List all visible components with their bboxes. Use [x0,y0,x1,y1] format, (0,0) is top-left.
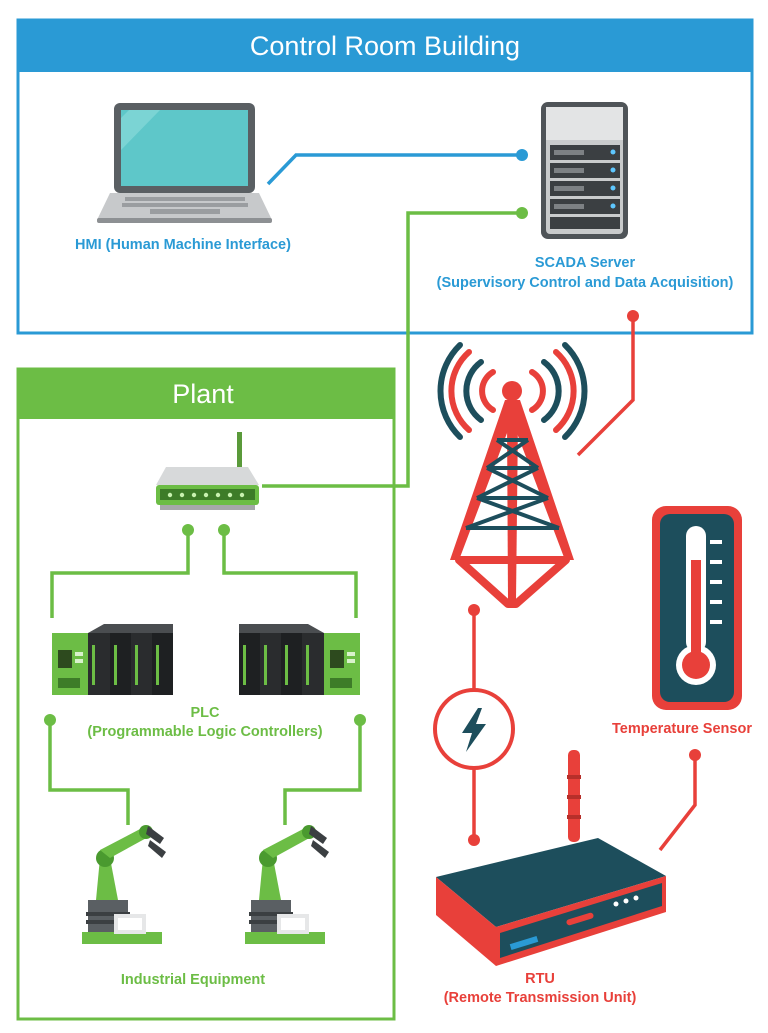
scada-tower-link [576,316,635,457]
plc-left-icon [52,624,173,695]
hmi-scada-link [266,153,522,186]
robot-arm-right-icon [245,825,329,944]
hmi-label: HMI (Human Machine Interface) [75,237,291,253]
plc-right-icon [239,624,360,695]
plc-robot-right-link [283,720,362,825]
router-icon [156,432,259,510]
plant-panel: Plant [16,367,396,1021]
radio-tower-icon [437,342,588,608]
server-icon [541,102,628,239]
control-room-title: Control Room Building [250,31,520,61]
laptop-icon [97,103,272,223]
lightning-icon [462,708,486,752]
rtu-label-subtitle: (Remote Transmission Unit) [444,990,637,1006]
temperature-sensor-label: Temperature Sensor [612,721,752,737]
control-room-panel: Control Room Building [16,18,754,335]
power-link-icon [433,688,515,770]
industrial-equipment-label: Industrial Equipment [121,972,265,988]
plant-title: Plant [172,379,234,409]
robot-arm-left-icon [82,825,166,944]
plc-robot-left-link [48,720,130,825]
scada-label-title: SCADA Server [535,255,636,271]
rtu-icon [436,750,666,966]
scada-router-link [262,211,522,488]
sensor-rtu-link [658,755,697,852]
scada-label-subtitle: (Supervisory Control and Data Acquisitio… [437,275,734,291]
plc-label-subtitle: (Programmable Logic Controllers) [87,724,322,740]
connections [44,149,701,852]
router-plc-right-link [222,530,358,618]
router-plc-left-link [50,530,190,618]
rtu-label-title: RTU [525,971,555,987]
plc-label-title: PLC [191,705,221,721]
thermometer-icon [652,506,742,710]
